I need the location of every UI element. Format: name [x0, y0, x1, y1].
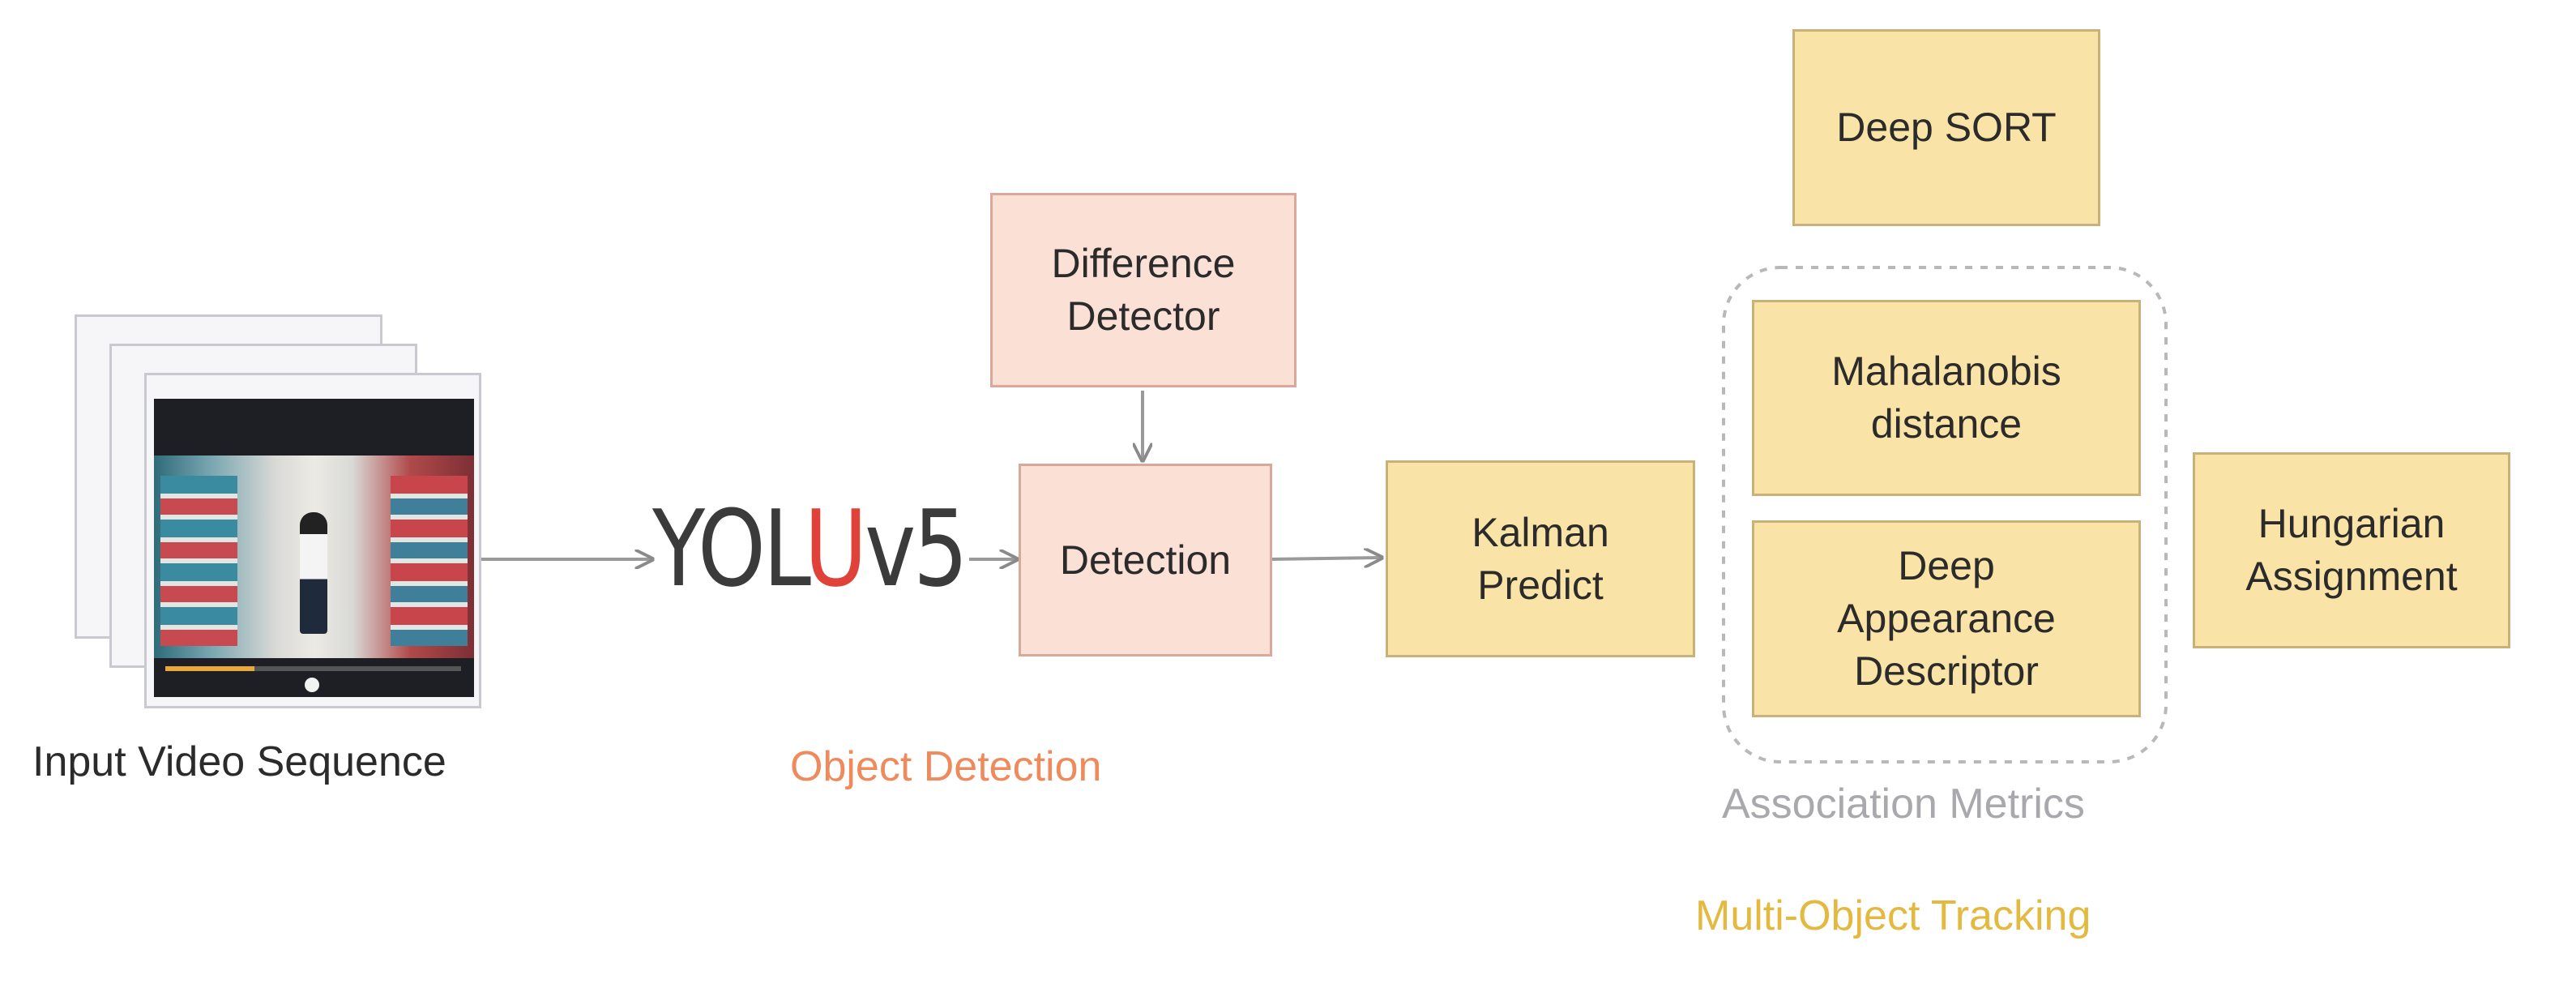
yolov5-logo-ring: U: [804, 487, 867, 610]
shopper-figure: [300, 512, 327, 634]
input-caption: Input Video Sequence: [32, 738, 446, 785]
multi-object-tracking-caption: Multi-Object Tracking: [1695, 892, 2091, 939]
detection-box: Detection: [1019, 464, 1272, 657]
shelf-right: [391, 476, 468, 646]
association-metrics-group: [1722, 266, 2168, 763]
deep-sort-box: Deep SORT: [1792, 29, 2100, 226]
kalman-predict-box: Kalman Predict: [1386, 460, 1695, 657]
play-icon: [305, 678, 319, 692]
mahalanobis-distance-box: Mahalanobis distance: [1752, 300, 2141, 496]
yolov5-logo: YOLUv5: [652, 496, 968, 601]
object-detection-caption: Object Detection: [790, 743, 1102, 790]
video-progress-fill: [165, 666, 254, 671]
difference-detector-box: Difference Detector: [990, 193, 1297, 387]
hungarian-assignment-box: Hungarian Assignment: [2193, 452, 2510, 648]
association-metrics-caption: Association Metrics: [1722, 781, 2085, 828]
video-progress-bar: [165, 666, 461, 671]
yolov5-logo-text-left: YOL: [652, 487, 807, 610]
yolov5-logo-text-right: v5: [865, 487, 968, 610]
deep-appearance-descriptor-box: Deep Appearance Descriptor: [1752, 520, 2141, 717]
shelf-left: [160, 476, 237, 646]
arrow-detection-to-kalman: [1269, 558, 1382, 559]
video-frame-front: [154, 399, 474, 697]
